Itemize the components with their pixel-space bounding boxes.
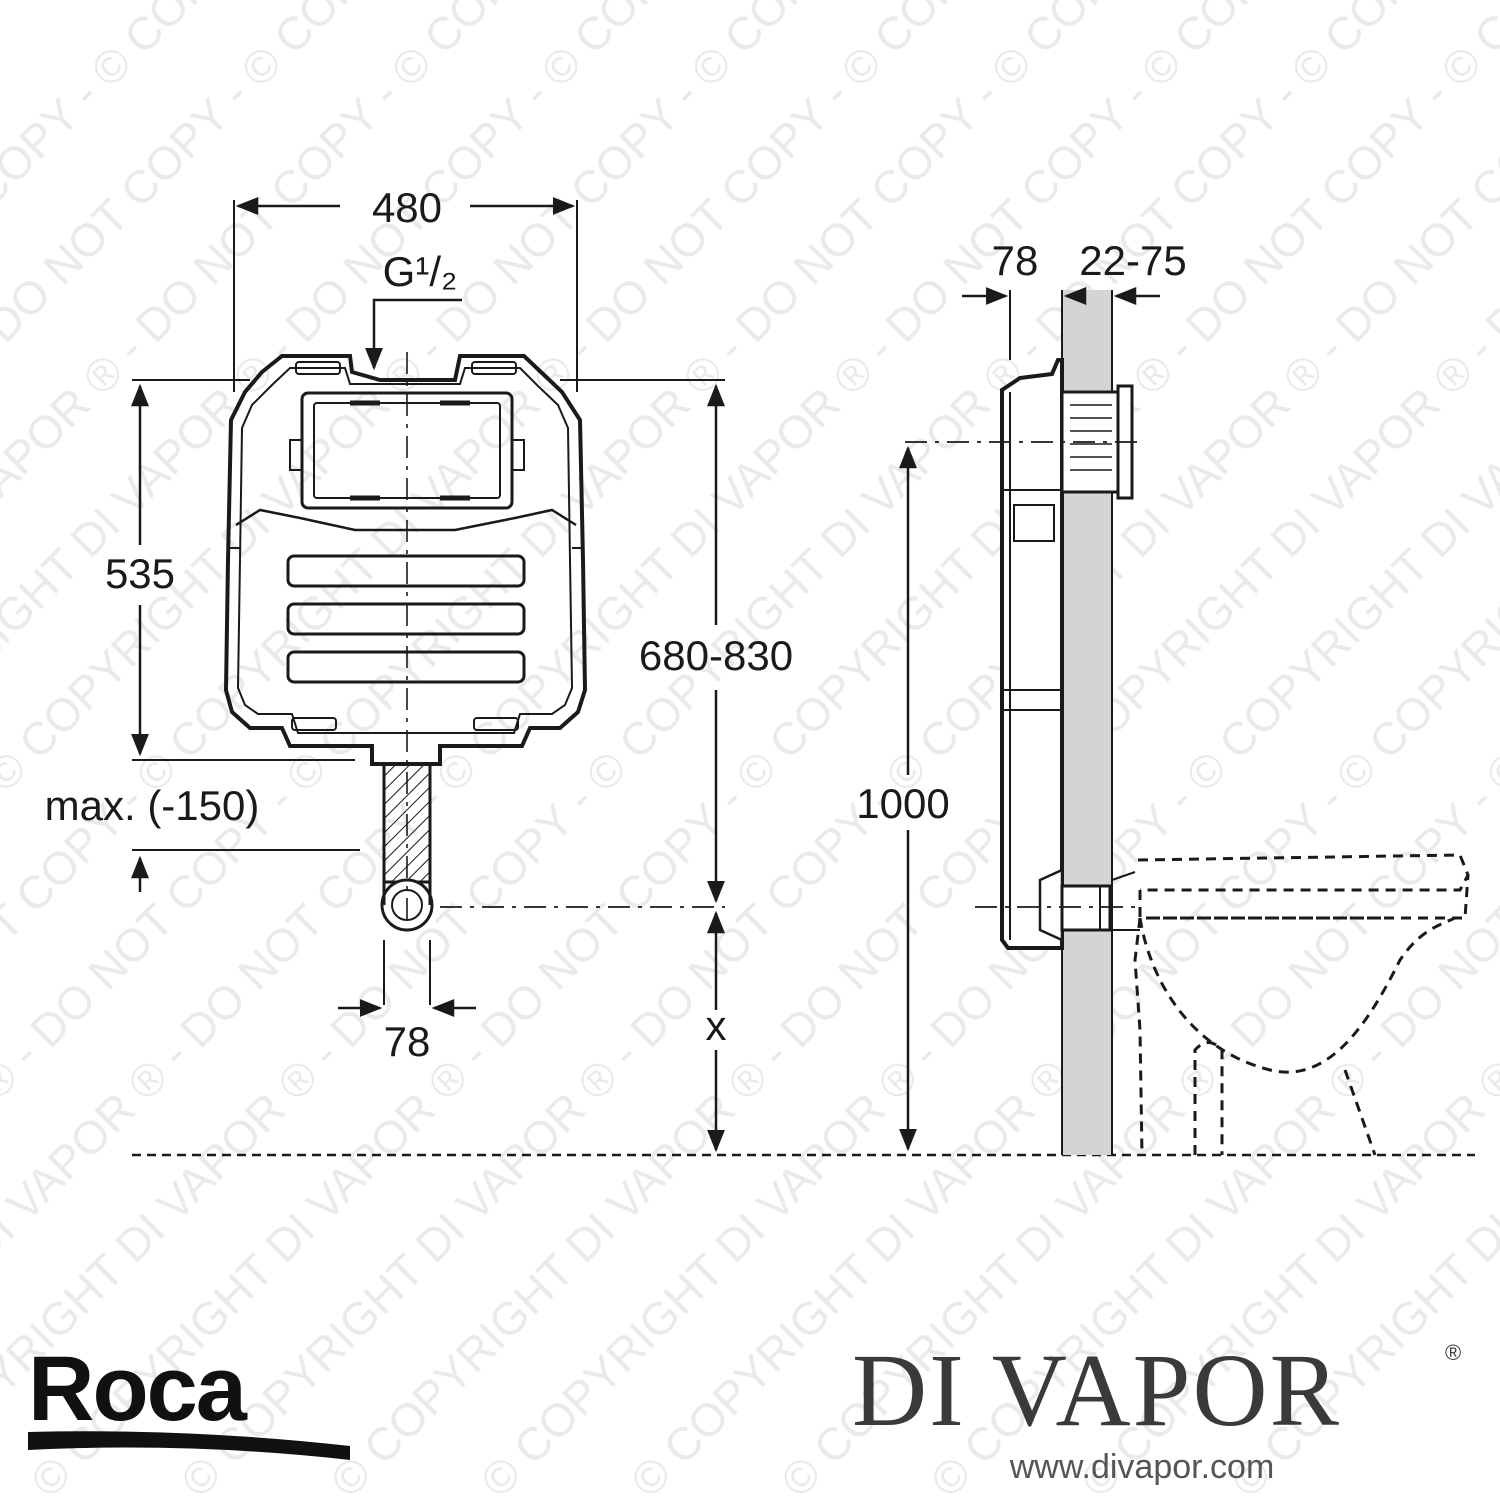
front-view [131, 197, 725, 1153]
wc-bowl-outline [1133, 853, 1470, 1156]
max-offset-label: max. (-150) [45, 782, 260, 829]
roca-logo: Roca [28, 1338, 350, 1460]
grille-slot [286, 602, 526, 636]
side-view [899, 287, 1470, 1156]
inlet-leader [365, 298, 462, 371]
grille-slot [286, 650, 526, 684]
range-label: 680-830 [639, 632, 793, 679]
dimension-labels: 480 G¹/₂ 535 max. (-150) 78 680-830 x 78… [45, 184, 1187, 1065]
roca-swoosh [28, 1431, 350, 1460]
divapor-logo: DI VAPOR ® www.divapor.com [852, 1333, 1461, 1486]
inlet-label: G¹/₂ [383, 248, 458, 295]
wall-range-label: 22-75 [1079, 237, 1186, 284]
height-535-label: 535 [105, 550, 175, 597]
grille-slot [286, 554, 526, 588]
registered-mark: ® [1445, 1340, 1461, 1365]
outlet-connector [1060, 884, 1112, 932]
x-label: x [706, 1002, 727, 1049]
height-1000-label: 1000 [856, 780, 949, 827]
roca-wordmark: Roca [28, 1338, 248, 1440]
width-label: 480 [372, 184, 442, 231]
divapor-url: www.divapor.com [1009, 1448, 1275, 1486]
cistern-body [223, 354, 588, 766]
cistern-side-profile [1000, 358, 1064, 950]
outlet-width-label: 78 [384, 1018, 431, 1065]
side-depth-label: 78 [992, 237, 1039, 284]
divapor-wordmark: DI VAPOR [852, 1333, 1341, 1448]
